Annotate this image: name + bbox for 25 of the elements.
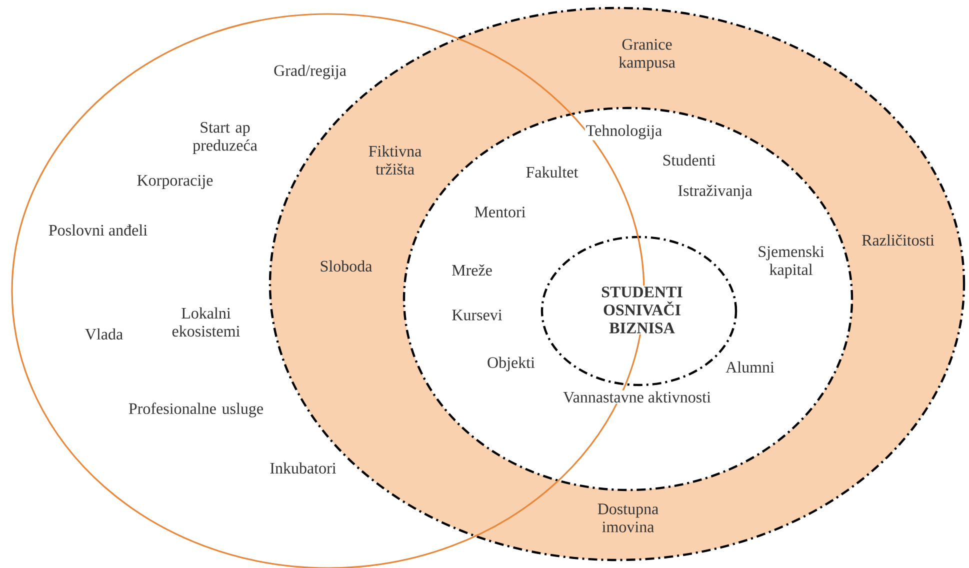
region-label: Vannastavne aktivnosti xyxy=(562,390,712,404)
region-label: Fakultet xyxy=(526,166,578,178)
region-label: Tehnologija xyxy=(584,124,664,140)
region-label: Mreže xyxy=(452,264,492,276)
region-label: Poslovni anđeli xyxy=(48,224,148,236)
region-label: Različitosti xyxy=(862,234,934,246)
region-label: Kursevi xyxy=(452,310,502,320)
region-label: Profesionalne usluge xyxy=(128,402,263,418)
region-label: Inkubatori xyxy=(270,462,336,474)
title-label: STUDENTI OSNIVAČI BIZNISA xyxy=(591,286,693,334)
region-label: Lokalni ekosistemi xyxy=(172,307,240,337)
region-label: Granice kampusa xyxy=(618,39,676,71)
region-label: Alumni xyxy=(726,361,774,373)
region-label: Korporacije xyxy=(137,175,213,189)
region-label: Vlada xyxy=(85,328,123,340)
region-label: Mentori xyxy=(474,206,526,218)
region-label: Studenti xyxy=(663,154,716,166)
region-label: Istraživanja xyxy=(678,184,752,200)
region-label: Dostupna imovina xyxy=(598,504,658,532)
region-label: Objekti xyxy=(488,356,535,372)
region-label: Grad/regija xyxy=(274,64,346,80)
region-label: Fiktivna tržišta xyxy=(368,145,422,175)
region-label: Sloboda xyxy=(320,260,372,272)
region-label: Start ap preduzeća xyxy=(192,122,258,154)
region-label: Sjemenski kapital xyxy=(758,246,824,278)
